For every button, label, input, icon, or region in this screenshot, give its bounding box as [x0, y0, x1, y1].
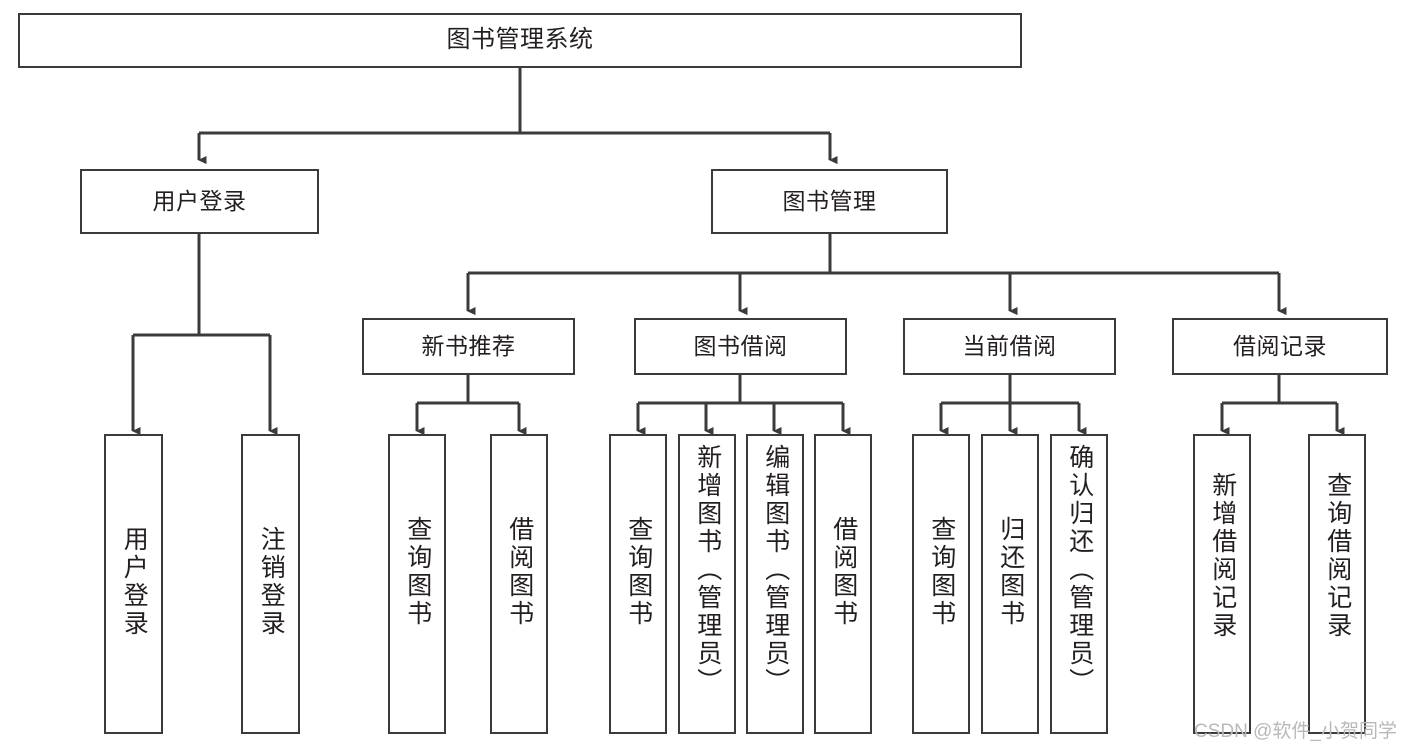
node-user-login-label: 用户登录: [152, 187, 247, 214]
node-leaf-edit-book-label: 编辑图书（管理员）: [761, 444, 790, 696]
node-leaf-user-login[interactable]: 用户登录: [104, 434, 163, 734]
node-borrow-record[interactable]: 借阅记录: [1172, 318, 1388, 375]
node-leaf-confirm-return[interactable]: 确认归还（管理员）: [1050, 434, 1108, 734]
node-leaf-return-book-label: 归还图书: [996, 516, 1025, 628]
node-leaf-borrow-book-2-label: 借阅图书: [829, 516, 858, 628]
node-book-manage[interactable]: 图书管理: [711, 169, 948, 234]
node-leaf-borrow-book-1-label: 借阅图书: [505, 516, 534, 628]
node-root-label: 图书管理系统: [446, 26, 594, 54]
node-new-book-rec-label: 新书推荐: [421, 332, 516, 359]
node-book-borrow[interactable]: 图书借阅: [634, 318, 847, 375]
node-leaf-user-logout[interactable]: 注销登录: [241, 434, 300, 734]
node-leaf-query-record[interactable]: 查询借阅记录: [1308, 434, 1366, 734]
node-borrow-record-label: 借阅记录: [1233, 332, 1327, 359]
node-leaf-add-book[interactable]: 新增图书（管理员）: [678, 434, 736, 734]
node-leaf-query-book-2-label: 查询图书: [624, 516, 653, 628]
node-leaf-query-book-3-label: 查询图书: [927, 516, 956, 628]
node-root[interactable]: 图书管理系统: [18, 13, 1022, 68]
node-leaf-edit-book[interactable]: 编辑图书（管理员）: [746, 434, 804, 734]
node-leaf-user-logout-label: 注销登录: [257, 526, 286, 638]
node-leaf-add-record[interactable]: 新增借阅记录: [1193, 434, 1251, 734]
node-leaf-return-book[interactable]: 归还图书: [981, 434, 1039, 734]
node-leaf-query-book-1-label: 查询图书: [403, 516, 432, 628]
node-leaf-query-book-2[interactable]: 查询图书: [609, 434, 667, 734]
node-leaf-borrow-book-2[interactable]: 借阅图书: [814, 434, 872, 734]
node-leaf-query-book-3[interactable]: 查询图书: [912, 434, 970, 734]
node-book-manage-label: 图书管理: [782, 187, 877, 214]
node-book-borrow-label: 图书借阅: [693, 332, 788, 359]
node-leaf-query-record-label: 查询借阅记录: [1323, 472, 1352, 640]
node-leaf-user-login-label: 用户登录: [120, 526, 149, 638]
node-current-borrow-label: 当前借阅: [962, 332, 1057, 359]
node-leaf-confirm-return-label: 确认归还（管理员）: [1065, 444, 1094, 696]
node-leaf-borrow-book-1[interactable]: 借阅图书: [490, 434, 548, 734]
node-leaf-add-record-label: 新增借阅记录: [1208, 472, 1237, 640]
node-user-login[interactable]: 用户登录: [80, 169, 319, 234]
node-new-book-rec[interactable]: 新书推荐: [362, 318, 575, 375]
node-leaf-add-book-label: 新增图书（管理员）: [693, 444, 722, 696]
node-leaf-query-book-1[interactable]: 查询图书: [388, 434, 446, 734]
csdn-watermark: CSDN @软件_小贺同学: [1194, 721, 1397, 742]
node-current-borrow[interactable]: 当前借阅: [903, 318, 1116, 375]
